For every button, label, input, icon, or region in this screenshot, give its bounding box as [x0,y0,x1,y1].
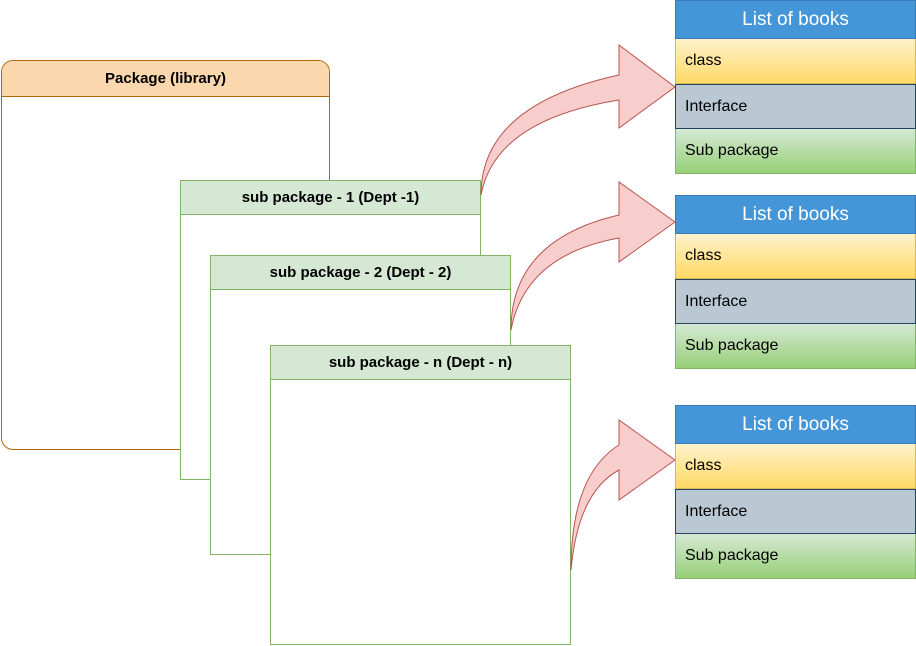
list-3-interface-row: Interface [675,489,916,534]
list-2-title: List of books [675,195,916,234]
subpackage-n-container: sub package - n (Dept - n) [270,345,571,645]
list-2-class-row: class [675,234,916,279]
arrow-3 [570,419,676,571]
subpackage-n-header: sub package - n (Dept - n) [271,346,570,380]
subpackage-2-header: sub package - 2 (Dept - 2) [211,256,510,290]
list-1-subpackage-row: Sub package [675,129,916,174]
arrow-2 [510,181,676,331]
list-1-interface-row: Interface [675,84,916,129]
subpackage-1-header: sub package - 1 (Dept -1) [181,181,480,215]
list-of-books-1: List of books class Interface Sub packag… [675,0,916,175]
list-1-title: List of books [675,0,916,39]
list-3-title: List of books [675,405,916,444]
list-2-subpackage-row: Sub package [675,324,916,369]
list-3-class-row: class [675,444,916,489]
list-1-class-row: class [675,39,916,84]
list-of-books-2: List of books class Interface Sub packag… [675,195,916,370]
list-of-books-3: List of books class Interface Sub packag… [675,405,916,580]
list-3-subpackage-row: Sub package [675,534,916,579]
package-library-header: Package (library) [2,61,329,97]
arrow-1 [480,44,676,196]
list-2-interface-row: Interface [675,279,916,324]
